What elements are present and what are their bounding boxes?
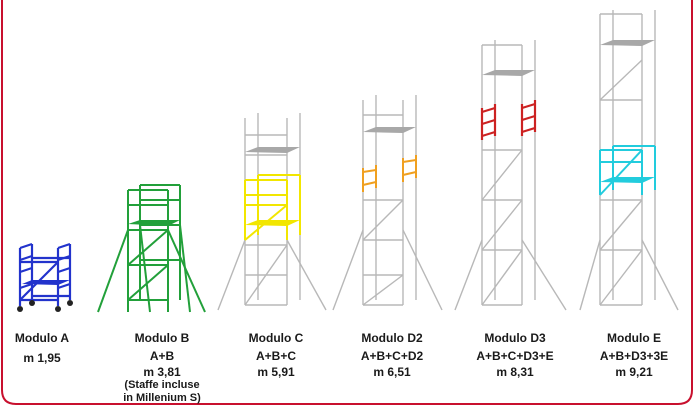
scaffold-tower-module-b [97,184,206,313]
module-height: m 8,31 [496,365,534,379]
module-c-label: Modulo C A+B+C m 5,91 [226,331,326,379]
module-combo: A+B+C [255,349,296,363]
module-height: m 5,91 [257,365,295,379]
module-note-line-1: (Staffe incluse [124,379,200,391]
module-combo: A+B+D3+3E [599,349,669,363]
module-note-line-2: in Millenium S) [123,392,201,404]
module-e-label: Modulo E A+B+D3+3E m 9,21 [576,331,692,379]
module-height: m 3,81 [143,365,181,379]
module-height: m 1,95 [23,351,61,365]
module-height: m 9,21 [615,365,653,379]
module-name: Modulo A [14,331,70,345]
scaffold-tower-module-a [17,242,73,312]
module-combo: A+B+C+D3+E [476,349,554,363]
module-name: Modulo C [248,331,304,345]
module-name: Modulo E [607,331,661,345]
scaffold-tower-module-d3 [454,40,567,311]
scaffold-tower-module-c [217,113,327,311]
scaffold-tower-module-e [579,10,679,311]
module-name: Modulo B [134,331,190,345]
module-d2-label: Modulo D2 A+B+C+D2 m 6,51 [336,331,448,379]
scaffold-tower-module-d2 [332,95,443,311]
module-name: Modulo D3 [484,331,546,345]
module-combo: A+B+C+D2 [360,349,424,363]
module-height: m 6,51 [373,365,411,379]
module-b-label: Modulo B A+B m 3,81 (Staffe incluse in M… [100,331,224,405]
module-name: Modulo D2 [361,331,423,345]
module-a-label: Modulo A m 1,95 [0,331,84,365]
module-d3-label: Modulo D3 A+B+C+D3+E m 8,31 [455,331,575,379]
module-combo: A+B [149,349,175,363]
